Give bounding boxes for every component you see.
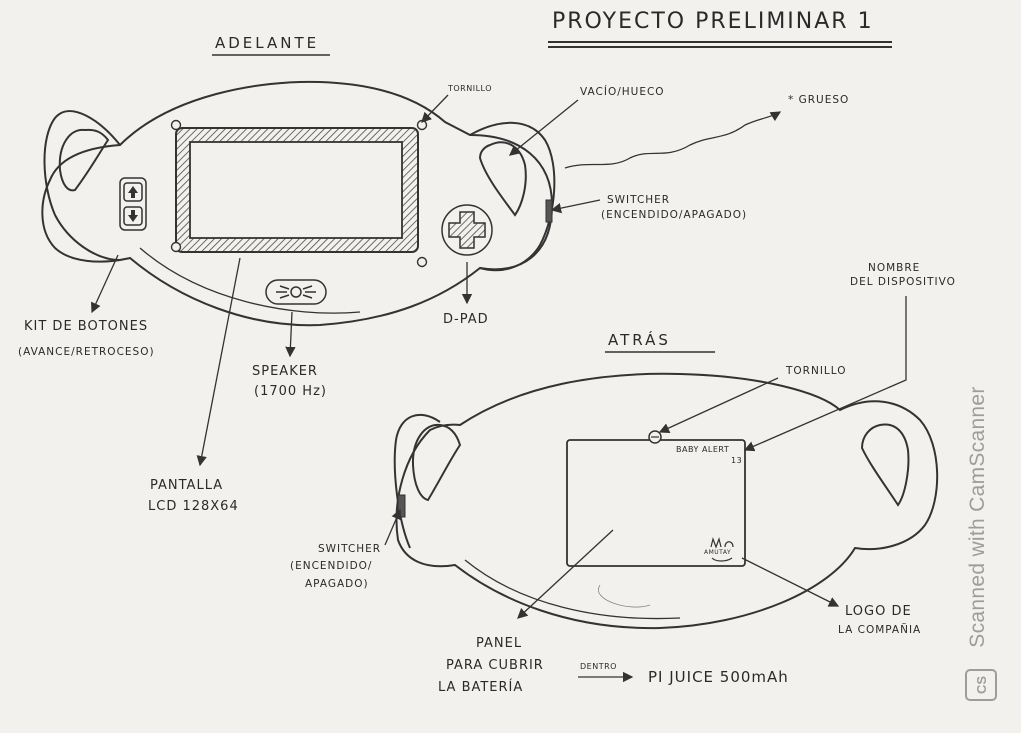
front-label-hollow: VACÍO/HUECO	[580, 86, 665, 98]
back-label-battery: PI JUICE 500mAh	[648, 668, 789, 686]
back-body-edge	[464, 559, 681, 620]
front-screen-display	[189, 141, 403, 239]
back-label-logo-detail: LA COMPAÑIA	[838, 624, 922, 636]
page-title: PROYECTO PRELIMINAR 1	[552, 9, 874, 34]
front-label-dpad: D-PAD	[443, 312, 489, 327]
front-right-handle	[469, 121, 556, 272]
back-label-switcher-detail-1: (ENCENDIDO/	[290, 560, 373, 572]
back-heading: ATRÁS	[608, 331, 671, 349]
title-underline	[548, 41, 892, 48]
back-left-handle-hole	[411, 423, 462, 502]
front-button-kit	[119, 177, 147, 231]
front-label-button-kit: KIT DE BOTONES	[24, 319, 149, 334]
company-logo-icon	[710, 536, 734, 562]
front-label-tornillo: TORNILLO	[448, 84, 493, 93]
back-label-tornillo: TORNILLO	[786, 365, 847, 377]
screw-icon	[416, 256, 428, 268]
back-body-outline	[395, 372, 939, 630]
back-left-handle	[393, 413, 441, 549]
front-heading: ADELANTE	[215, 34, 320, 52]
front-body-edge	[139, 247, 361, 314]
front-label-switcher-detail: (ENCENDIDO/APAGADO)	[601, 209, 748, 221]
back-label-switcher: SWITCHER	[318, 543, 382, 555]
camscanner-logo-icon: CS	[965, 669, 997, 701]
front-speaker-icon	[265, 279, 327, 305]
front-label-speaker: SPEAKER	[252, 364, 318, 379]
front-label-button-kit-detail: (AVANCE/RETROCESO)	[18, 346, 155, 358]
back-label-panel-detail-1: PARA CUBRIR	[446, 658, 544, 673]
camscanner-watermark: Scanned with CamScanner CS	[958, 345, 1002, 705]
front-body-outline	[41, 80, 554, 327]
back-label-switcher-detail-2: APAGADO)	[305, 578, 369, 590]
company-logo-text: AMUTAY	[704, 549, 732, 556]
back-label-device-name: NOMBRE	[868, 262, 921, 274]
back-scribble	[598, 584, 651, 608]
front-left-handle-hole	[58, 128, 110, 192]
front-callouts	[91, 94, 782, 467]
device-name-number: 13	[731, 456, 743, 465]
front-label-switcher: SWITCHER	[607, 194, 671, 206]
back-switcher-icon	[397, 494, 406, 518]
front-label-speaker-detail: (1700 Hz)	[254, 384, 327, 399]
device-name-text: BABY ALERT	[676, 445, 730, 454]
back-label-panel: PANEL	[476, 636, 523, 651]
watermark-text: Scanned with CamScanner	[966, 386, 989, 648]
back-device	[393, 372, 939, 630]
back-callouts	[384, 296, 907, 683]
back-right-handle-hole	[860, 423, 910, 507]
front-switcher-icon	[545, 199, 553, 223]
back-label-panel-detail-2: LA BATERÍA	[438, 680, 524, 695]
front-dpad-icon	[441, 204, 493, 256]
screw-icon	[170, 241, 182, 253]
front-right-handle-hole	[478, 141, 527, 217]
back-label-logo: LOGO DE	[845, 604, 912, 619]
front-label-screen-detail: LCD 128X64	[148, 499, 239, 514]
front-left-handle	[43, 110, 121, 261]
back-label-inside: DENTRO	[580, 662, 617, 671]
front-device	[41, 80, 556, 327]
front-label-screen: PANTALLA	[150, 478, 224, 493]
screw-icon	[170, 119, 182, 131]
front-label-thick: * GRUESO	[788, 94, 850, 106]
back-label-device-name-detail: DEL DISPOSITIVO	[850, 276, 956, 288]
